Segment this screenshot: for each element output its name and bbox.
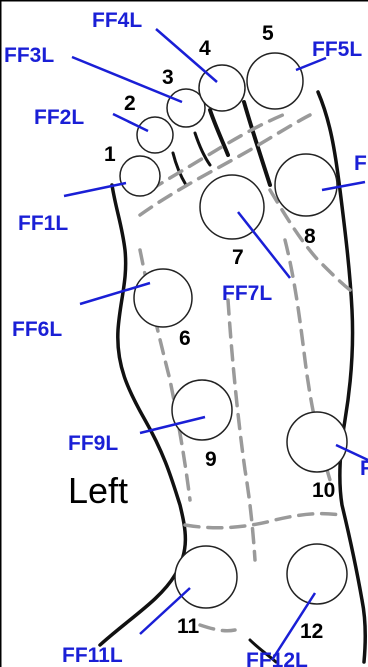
sensor-5-label: FF5L — [312, 38, 362, 61]
sensor-9-circle — [172, 380, 232, 440]
sensor-11-circle — [175, 546, 237, 608]
sensor-1-circle — [120, 156, 160, 196]
sensor-9-label: FF9L — [68, 432, 118, 455]
sensor-10-circle — [287, 412, 347, 472]
sensor-10-label: FF10L — [360, 457, 368, 480]
sensor-1-label: FF1L — [18, 212, 68, 235]
sensor-6-number: 6 — [179, 327, 191, 350]
sensor-11-label: FF11L — [62, 644, 123, 667]
toe-gap-4-5 — [244, 102, 270, 185]
dash-heel-line — [185, 514, 340, 528]
sensor-4-number: 4 — [199, 37, 211, 60]
sensor-12-number: 12 — [300, 620, 323, 643]
toe-gap-1-2 — [173, 153, 186, 185]
sensor-8-label: FF8L — [354, 152, 368, 175]
sensor-8-number: 8 — [304, 225, 316, 248]
sensor-12-circle — [287, 544, 347, 604]
sensor-2-label: FF2L — [34, 106, 84, 129]
sensor-3-number: 3 — [162, 66, 174, 89]
sensor-7-leader-line — [238, 212, 290, 278]
side-label: Left — [68, 470, 128, 511]
sensor-1-number: 1 — [104, 143, 116, 166]
sensor-11-number: 11 — [177, 615, 200, 638]
sensor-8-circle — [275, 154, 337, 216]
sensor-5-circle — [247, 53, 303, 109]
sensor-9-number: 9 — [205, 448, 217, 471]
dash-midline — [228, 300, 255, 560]
sensor-5-number: 5 — [262, 22, 274, 45]
sensor-4-label: FF4L — [92, 9, 142, 32]
sensor-3-label: FF3L — [4, 44, 54, 67]
sensor-7-number: 7 — [232, 246, 244, 269]
sensor-7-label: FF7L — [222, 282, 272, 305]
sensor-12-label: FF12L — [246, 649, 308, 667]
sensor-2-number: 2 — [124, 92, 136, 115]
dash-heel-lower — [200, 625, 235, 631]
sensor-1-leader-line — [64, 183, 126, 196]
sensor-2-circle — [137, 117, 173, 153]
sensor-6-circle — [134, 269, 192, 327]
sensor-10-number: 10 — [312, 479, 335, 502]
sensor-7-circle — [200, 175, 264, 239]
sensor-6-label: FF6L — [12, 318, 62, 341]
